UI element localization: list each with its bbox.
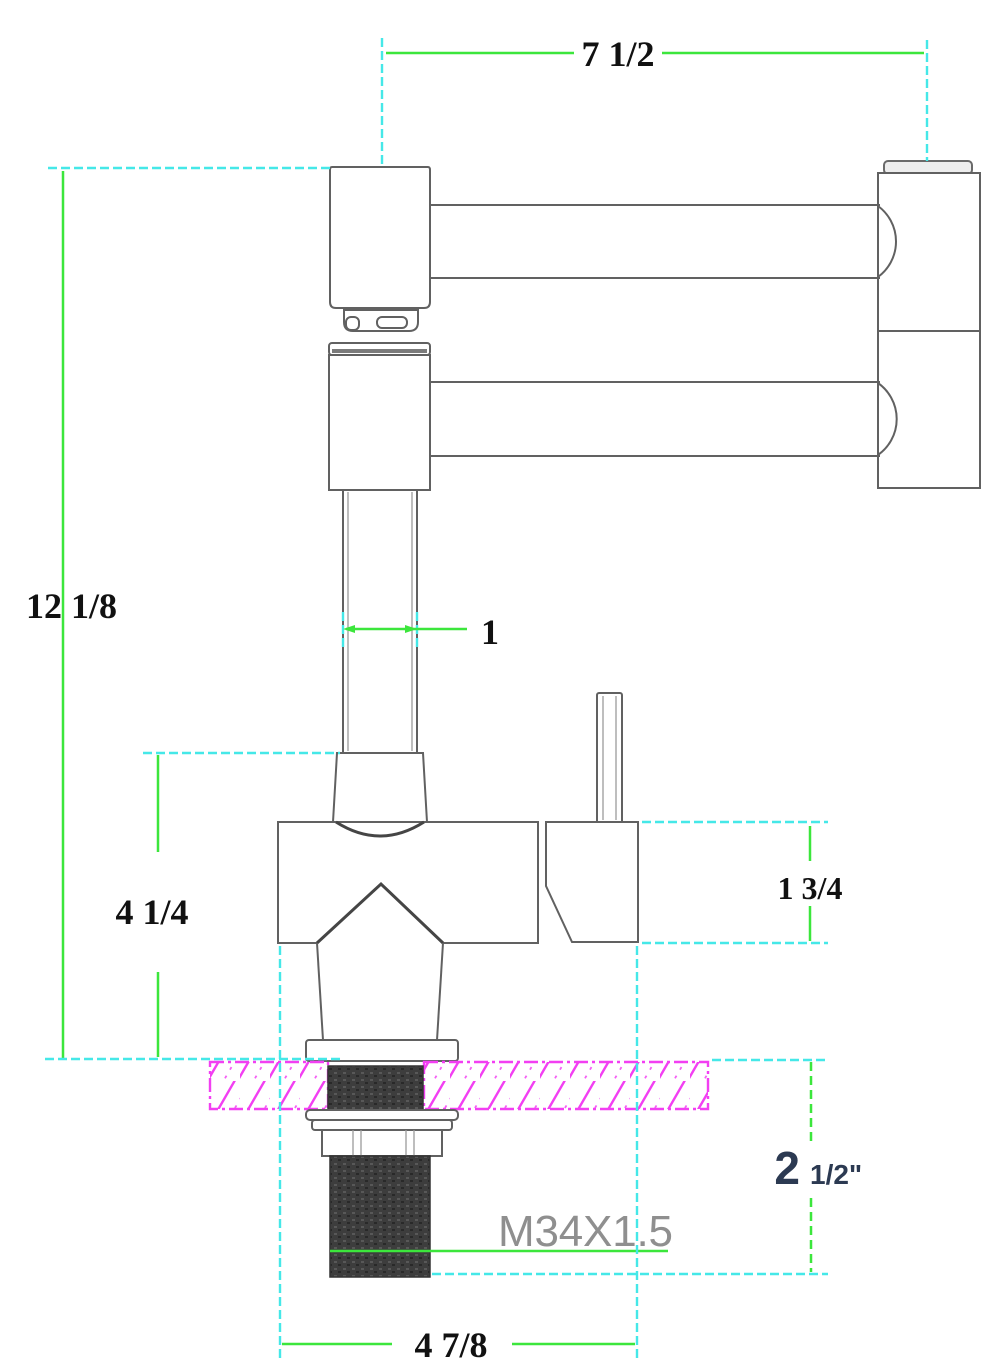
dim-below-deck-fraction-label: 1/2" — [810, 1159, 862, 1190]
countertop-section — [208, 1060, 710, 1111]
deck-flange — [305, 1039, 459, 1062]
arrow-right — [405, 625, 417, 633]
body-block — [277, 821, 539, 944]
handle-lever — [596, 692, 623, 825]
base-column — [305, 942, 459, 1062]
dimension-overall-height: 12 1/8 — [26, 166, 330, 1058]
counter-hatch-right — [422, 1060, 710, 1111]
spout-head — [329, 166, 431, 332]
mounting-hardware — [305, 1065, 459, 1278]
mounting-nut — [321, 1129, 443, 1157]
side-valve — [545, 692, 639, 943]
dim-thread-spec-label: M34X1.5 — [498, 1207, 674, 1256]
aerator — [343, 309, 419, 332]
neck — [331, 752, 429, 823]
lower-swing-arm — [410, 381, 898, 457]
threaded-section-upper — [327, 1065, 424, 1111]
body-roof — [315, 881, 445, 945]
dim-deck-to-body-label: 4 1/4 — [115, 892, 188, 932]
dimension-valve-height: 1 3/4 — [642, 820, 843, 945]
dim-tube-width-label: 1 — [481, 612, 499, 652]
dim-below-deck-whole-label: 2 — [774, 1142, 800, 1194]
dimension-deck-to-body: 4 1/4 — [115, 751, 340, 1057]
aerator-detail-left — [345, 316, 360, 331]
faucet-drawing — [277, 160, 981, 1062]
riser-tube — [342, 489, 418, 754]
dimension-thread-spec: M34X1.5 — [330, 1207, 674, 1256]
threaded-shank — [329, 1155, 431, 1278]
aerator-slot — [376, 316, 408, 329]
dim-overall-height-label: 12 1/8 — [26, 586, 117, 626]
counter-hatch-left — [208, 1060, 330, 1111]
dim-valve-height-label: 1 3/4 — [778, 870, 843, 906]
valve-block — [545, 821, 639, 943]
body-notch — [335, 820, 425, 838]
dimension-deck-span: 4 7/8 — [278, 946, 639, 1365]
swivel-body — [328, 354, 431, 491]
arm-cap-right — [877, 382, 898, 456]
dim-deck-span-label: 4 7/8 — [414, 1325, 487, 1365]
dim-spout-reach-label: 7 1/2 — [581, 34, 654, 74]
swivel-block — [328, 342, 431, 491]
arrow-left — [343, 625, 355, 633]
washer-bottom — [311, 1119, 453, 1131]
main-body — [277, 820, 539, 945]
upper-swing-arm — [411, 204, 897, 279]
washer-top — [305, 1109, 459, 1121]
dimension-spout-reach: 7 1/2 — [380, 34, 929, 166]
wall-mount-block — [877, 160, 981, 489]
spout-head-block — [329, 166, 431, 309]
swivel-cap-band — [332, 349, 427, 353]
arm-cap-right — [877, 205, 897, 278]
dimension-below-deck: 2 1/2" — [432, 1058, 862, 1276]
dimension-tube-width: 1 — [341, 612, 499, 652]
